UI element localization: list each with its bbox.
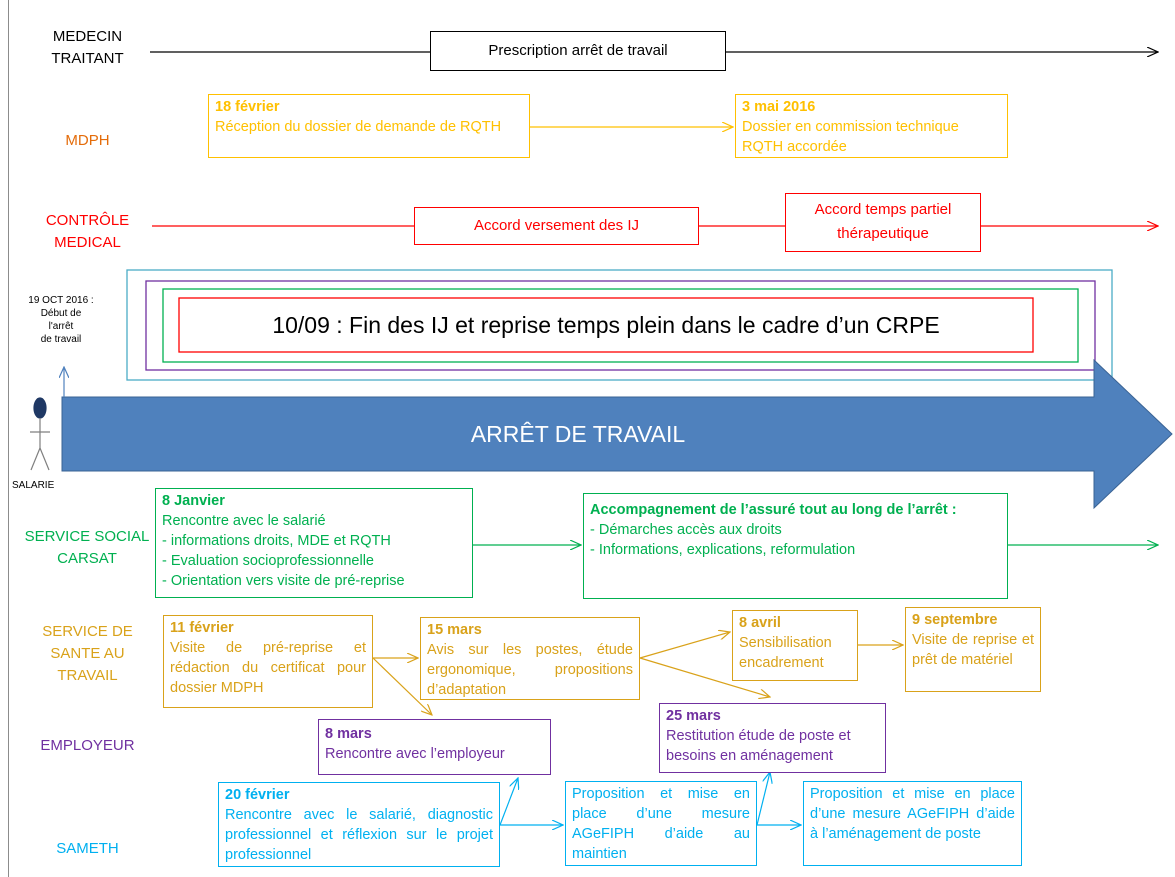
employeur-box-1-body: Rencontre avec l’employeur <box>325 746 505 762</box>
sameth-box-3-body: Proposition et mise en place d’une mesur… <box>810 786 1015 842</box>
sante-box-2: 15 mars Avis sur les postes, étude ergon… <box>420 617 640 700</box>
controle-box-2: Accord temps partiel thérapeutique <box>785 193 981 252</box>
sante-box-1-body: Visite de pré-reprise et rédaction du ce… <box>170 640 366 696</box>
social-box-2-title: Accompagnement de l’assuré tout au long … <box>590 502 957 518</box>
employeur-box-1-title: 8 mars <box>325 726 372 742</box>
banner-frame-red <box>178 297 1034 353</box>
sante-box-2-title: 15 mars <box>427 622 482 638</box>
sante-arrow-4 <box>639 657 770 697</box>
sameth-box-1-body: Rencontre avec le salarié, diagnostic pr… <box>225 807 493 863</box>
row-label-mdph: MDPH <box>65 132 110 149</box>
row-label-controle: CONTRÔLE MEDICAL <box>45 212 130 251</box>
controle-box-1-text: Accord versement des IJ <box>473 217 640 234</box>
sante-box-3: 8 avril Sensibilisation encadrement <box>732 610 858 681</box>
sante-box-1-title: 11 février <box>170 620 234 636</box>
sante-arrow-3 <box>639 632 730 659</box>
mdph-box-1-title: 18 février <box>215 99 280 115</box>
prescription-box: Prescription arrêt de travail <box>430 31 726 71</box>
banner-text: 10/09 : Fin des IJ et reprise temps plei… <box>272 312 940 338</box>
sante-box-2-body: Avis sur les postes, étude ergonomique, … <box>427 642 633 698</box>
prescription-text: Prescription arrêt de travail <box>488 42 668 59</box>
controle-box-1: Accord versement des IJ <box>414 207 699 245</box>
employeur-box-2-title: 25 mars <box>666 708 721 724</box>
sameth-box-3: Proposition et mise en place d’une mesur… <box>803 781 1022 866</box>
banner-frame-purple <box>145 280 1096 371</box>
employeur-box-1: 8 mars Rencontre avec l’employeur <box>318 719 551 775</box>
mdph-box-1-body: Réception du dossier de demande de RQTH <box>215 119 502 135</box>
arret-de-travail-arrow <box>61 358 1173 510</box>
arret-de-travail-label: ARRÊT DE TRAVAIL <box>470 421 686 447</box>
sante-box-1: 11 février Visite de pré-reprise et réda… <box>163 615 373 708</box>
row-label-social: SERVICE SOCIAL CARSAT <box>24 528 150 567</box>
social-box-2: Accompagnement de l’assuré tout au long … <box>583 493 1008 599</box>
sameth-arrow-1 <box>499 778 518 826</box>
sameth-arrow-3 <box>756 772 770 826</box>
banner-frame-green <box>162 288 1079 363</box>
salarie-figure-icon <box>30 397 50 471</box>
row-label-employeur: EMPLOYEUR <box>40 737 135 754</box>
sameth-box-2: Proposition et mise en place d’une mesur… <box>565 781 757 866</box>
controle-box-2-text: Accord temps partiel thérapeutique <box>814 201 952 242</box>
sameth-box-1: 20 février Rencontre avec le salarié, di… <box>218 782 500 867</box>
employeur-box-2: 25 mars Restitution étude de poste et be… <box>659 703 886 773</box>
sante-box-4: 9 septembre Visite de reprise et prêt de… <box>905 607 1041 692</box>
start-date-label: 19 OCT 2016 : Début de l'arrêt de travai… <box>28 295 94 345</box>
sante-box-3-body: Sensibilisation encadrement <box>739 635 832 671</box>
sante-box-4-body: Visite de reprise et prêt de matériel <box>912 632 1034 668</box>
social-box-1-title: 8 Janvier <box>162 493 225 509</box>
sante-box-3-title: 8 avril <box>739 615 781 631</box>
social-box-2-body: - Démarches accès aux droits - Informati… <box>590 522 856 558</box>
mdph-box-2: 3 mai 2016 Dossier en commission techniq… <box>735 94 1008 158</box>
social-box-1: 8 Janvier Rencontre avec le salarié - in… <box>155 488 473 598</box>
sameth-box-1-title: 20 février <box>225 787 290 803</box>
mdph-box-1: 18 février Réception du dossier de deman… <box>208 94 530 158</box>
mdph-box-2-body: Dossier en commission technique RQTH acc… <box>742 119 959 155</box>
sante-box-4-title: 9 septembre <box>912 612 998 628</box>
mdph-box-2-title: 3 mai 2016 <box>742 99 816 115</box>
sameth-box-2-body: Proposition et mise en place d’une mesur… <box>572 786 750 862</box>
row-label-medecin: MEDECIN TRAITANT <box>51 28 124 67</box>
sante-arrow-2 <box>372 657 432 715</box>
employeur-box-2-body: Restitution étude de poste et besoins en… <box>666 728 851 764</box>
social-box-1-body: Rencontre avec le salarié - informations… <box>162 513 405 589</box>
salarie-label: SALARIE <box>12 480 55 491</box>
row-label-sante: SERVICE DE SANTE AU TRAVAIL <box>42 623 133 684</box>
diagram-frame <box>8 0 1175 877</box>
row-label-sameth: SAMETH <box>56 840 119 857</box>
